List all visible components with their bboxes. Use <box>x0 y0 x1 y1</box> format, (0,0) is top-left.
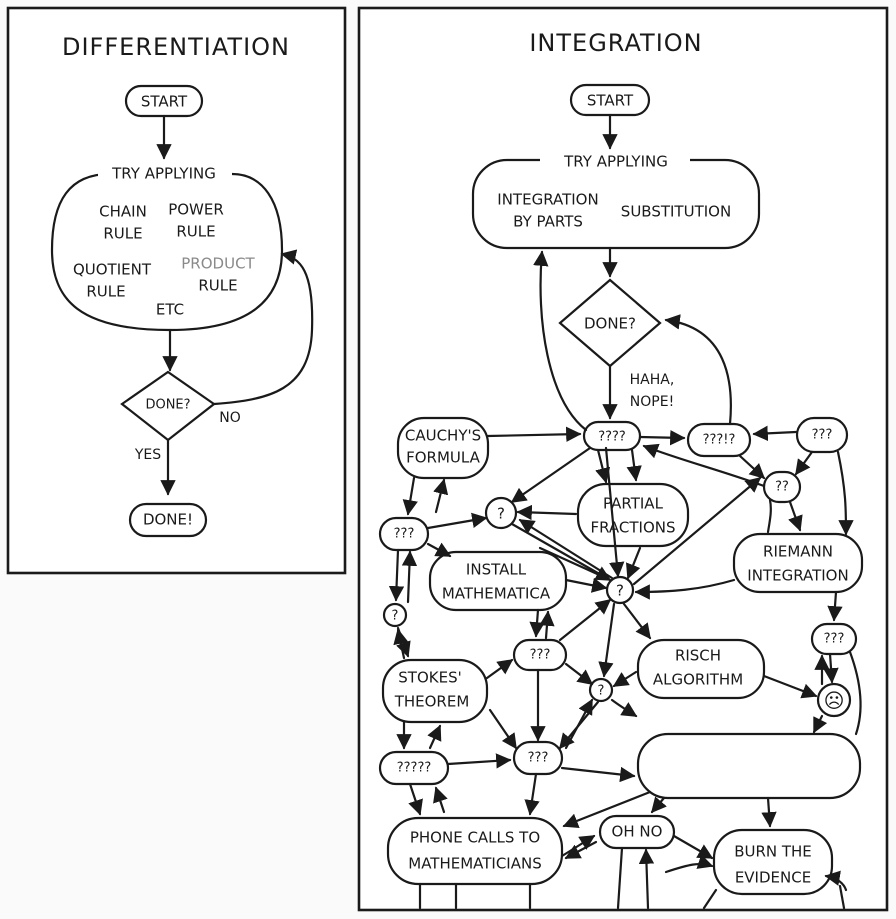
int-cauchy-node <box>396 416 490 480</box>
int-install-2: MATHEMATICA <box>442 585 551 603</box>
sad-face-icon: ☹ <box>824 689 845 713</box>
int-partial-1: PARTIAL <box>603 495 664 513</box>
int-burn-1: BURN THE <box>734 843 812 861</box>
diff-no-label: NO <box>219 410 241 426</box>
diff-done-label: DONE! <box>143 511 193 529</box>
int-decision-label: DONE? <box>584 315 636 333</box>
int-parts-1: INTEGRATION <box>497 191 598 209</box>
diff-power-rule-2: RULE <box>176 223 215 241</box>
int-q-mid-left-label: ??? <box>530 648 551 663</box>
int-try-label: TRY APPLYING <box>563 153 668 171</box>
int-install-1: INSTALL <box>466 561 527 579</box>
int-q-mid-label: ? <box>616 582 624 600</box>
int-cauchy-1: CAUCHY'S <box>405 427 481 445</box>
int-oh-no-label: OH NO <box>612 823 663 841</box>
int-q-left-label: ??? <box>394 527 415 542</box>
int-risch-node <box>636 638 766 700</box>
int-q-bottom-label: ??? <box>528 751 549 766</box>
int-stokes-node <box>381 658 489 724</box>
int-q-five-node <box>378 750 450 786</box>
int-stokes-2: THEOREM <box>394 693 470 711</box>
int-oh-no-node <box>598 814 676 850</box>
differentiation-panel: DIFFERENTIATION START TRY APPLYING CHAIN… <box>6 6 347 575</box>
integration-title: INTEGRATION <box>529 29 702 57</box>
int-riemann-node <box>732 532 864 594</box>
diff-chain-rule-2: RULE <box>103 225 142 243</box>
int-q-right-low-label: ??? <box>824 632 845 647</box>
integration-panel: INTEGRATION START TRY APPLYING INTEGRATI… <box>357 6 889 912</box>
diff-yes-label: YES <box>134 447 161 463</box>
diff-etc: ETC <box>156 301 184 319</box>
int-arrows <box>388 250 862 910</box>
int-cauchy-2: FORMULA <box>406 449 480 467</box>
int-burn-2: EVIDENCE <box>735 869 811 887</box>
diff-done-node <box>128 502 208 538</box>
int-partial-2: FRACTIONS <box>590 519 675 537</box>
diff-try-bg <box>98 162 230 184</box>
diff-quotient-rule-2: RULE <box>86 283 125 301</box>
int-q-top-right-node <box>795 416 849 454</box>
int-q-left-node <box>378 516 430 552</box>
int-q-low-label: ? <box>598 684 605 699</box>
diff-try-label: TRY APPLYING <box>111 165 216 183</box>
int-sad-face-node <box>816 682 852 718</box>
int-q-right-low-node <box>810 622 858 656</box>
int-q-five-label: ????? <box>397 761 432 776</box>
diff-chain-rule-1: CHAIN <box>99 203 147 221</box>
int-blank-node <box>636 732 862 800</box>
int-q-bottom-node <box>512 740 564 776</box>
int-burn-node <box>712 828 834 896</box>
int-haha-2: NOPE! <box>630 394 674 410</box>
int-haha-1: HAHA, <box>630 372 675 388</box>
int-risch-2: ALGORITHM <box>653 671 743 689</box>
int-phone-2: MATHEMATICIANS <box>408 855 541 873</box>
int-risch-1: RISCH <box>675 647 721 665</box>
int-q-top-right-label: ??? <box>812 428 833 443</box>
diff-quotient-rule-1: QUOTIENT <box>73 261 152 279</box>
int-q-center-label: ???? <box>598 430 626 445</box>
int-parts-2: BY PARTS <box>513 213 583 231</box>
int-q-single-label: ? <box>497 505 505 523</box>
diff-product-rule-1: PRODUCT <box>181 255 255 273</box>
int-q-right-label: ???!? <box>703 433 736 448</box>
int-q-right-node <box>686 422 752 458</box>
diff-decision-label: DONE? <box>145 398 190 413</box>
int-q-mid-left-node <box>512 638 568 672</box>
differentiation-title: DIFFERENTIATION <box>62 33 290 61</box>
int-riemann-1: RIEMANN <box>763 543 833 561</box>
diff-start-label: START <box>141 93 188 111</box>
int-q-side-label: ? <box>392 609 399 624</box>
diff-power-rule-1: POWER <box>168 201 224 219</box>
diff-product-rule-2: RULE <box>198 277 237 295</box>
diff-arrow-no-loop <box>212 249 314 406</box>
int-start-label: START <box>587 92 634 110</box>
int-q-low-node <box>588 677 614 703</box>
int-q-double-label: ?? <box>775 480 789 495</box>
int-phone-node <box>386 816 564 886</box>
int-phone-1: PHONE CALLS TO <box>410 829 540 847</box>
int-partial-node <box>576 482 690 548</box>
int-stokes-1: STOKES' <box>398 669 461 687</box>
int-q-side-node <box>382 602 408 628</box>
int-substitution: SUBSTITUTION <box>621 203 731 221</box>
int-try-bg <box>540 150 690 172</box>
int-riemann-2: INTEGRATION <box>747 567 848 585</box>
